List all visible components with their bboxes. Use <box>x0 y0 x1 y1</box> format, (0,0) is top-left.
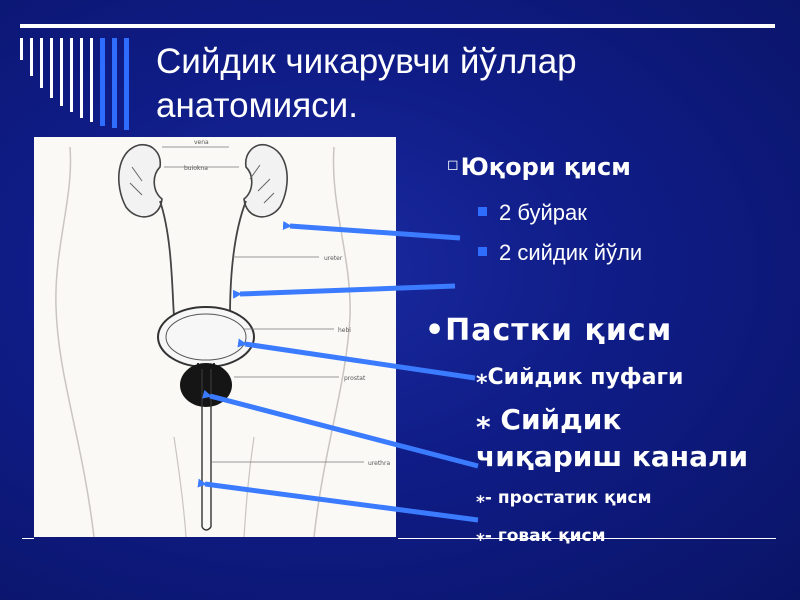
list-item: чиқариш канали <box>476 440 749 473</box>
figure-label-5: prostat <box>344 375 366 382</box>
figure-label-3: ureter <box>324 255 343 262</box>
list-item: ⁎Сийдик пуфаги <box>476 365 684 390</box>
footer-rule-left <box>22 538 34 539</box>
title-rule <box>20 24 775 28</box>
square-bullet-icon: ◻ <box>447 157 459 173</box>
title-line-2: анатомияси. <box>156 86 358 125</box>
footer-rule-right <box>398 538 776 539</box>
anatomy-figure: vena buiokna ureter hebi prostat urethra <box>34 137 396 538</box>
upper-part-heading: ◻Юқори қисм <box>447 153 631 181</box>
figure-label-6: urethra <box>368 460 390 467</box>
stripes-decoration <box>20 38 129 130</box>
square-bullet-icon <box>478 247 487 256</box>
list-item: 2 буйрак <box>478 200 587 226</box>
list-item: ⁎- говак қисм <box>476 526 606 546</box>
list-item: ⁎ Сийдик <box>476 403 622 436</box>
figure-label-1: vena <box>194 139 209 146</box>
figure-label-2: buiokna <box>184 165 208 172</box>
lower-part-heading: •Пастки қисм <box>425 313 673 348</box>
anatomy-drawing: vena buiokna ureter hebi prostat urethra <box>55 139 390 538</box>
square-bullet-icon <box>478 207 487 216</box>
page-title: Сийдик чикарувчи йўллар анатомияси. <box>156 40 756 128</box>
list-item: ⁎- простатик қисм <box>476 488 652 508</box>
title-line-1: Сийдик чикарувчи йўллар <box>156 42 577 81</box>
list-item: 2 сийдик йўли <box>478 240 642 266</box>
figure-label-4: hebi <box>338 327 351 334</box>
